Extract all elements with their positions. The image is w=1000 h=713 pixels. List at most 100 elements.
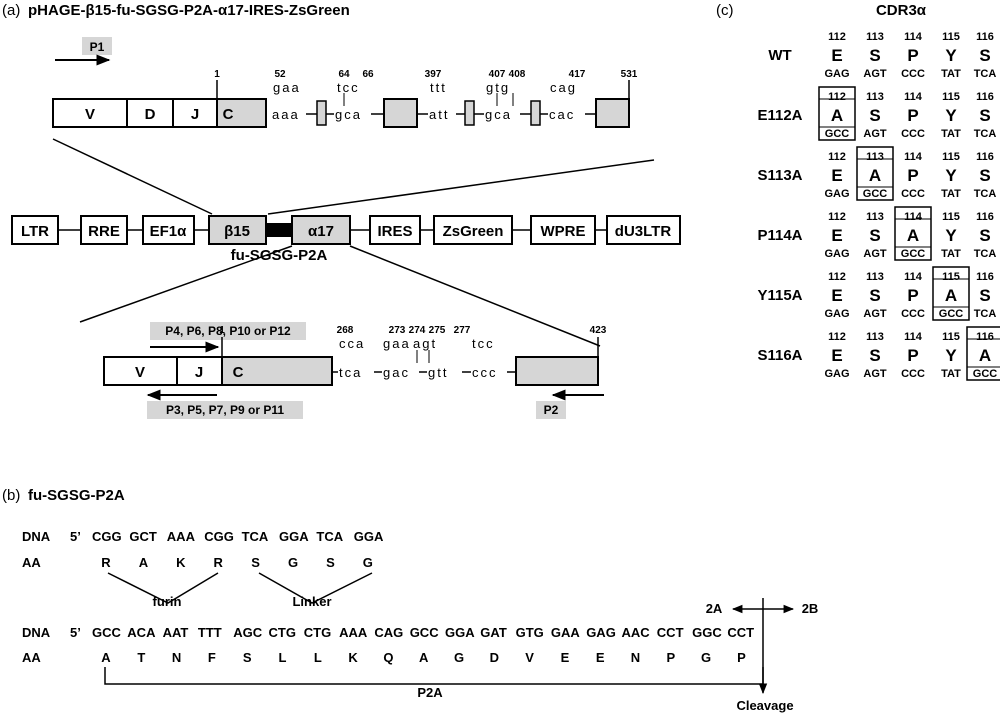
residue-number: 112: [828, 331, 846, 343]
residue-number: 112: [828, 91, 846, 103]
furin-bracket: [107, 572, 219, 604]
row2-codon: CTG: [269, 625, 296, 640]
row2-codon: AAA: [339, 625, 368, 640]
row2-codon: AAC: [622, 625, 651, 640]
residue-codon: AGT: [863, 248, 887, 260]
residue-codon: AGT: [863, 368, 887, 380]
residue-number: 113: [866, 331, 884, 343]
residue-codon: AGT: [863, 68, 887, 80]
residue-number: 112: [828, 151, 846, 163]
row1-codon: GGA: [354, 529, 384, 544]
panel-b-title: fu-SGSG-P2A: [28, 487, 125, 504]
residue-letter: A: [945, 286, 957, 305]
residue-letter: S: [979, 226, 990, 245]
panel-c-title: CDR3α: [876, 2, 927, 19]
alpha-codon-bottom-4: ccc: [472, 365, 498, 380]
zoom-line: [79, 245, 293, 323]
residue-letter: S: [979, 46, 990, 65]
beta-segment-d-label: D: [145, 106, 156, 123]
beta-pos-531: 531: [621, 69, 638, 80]
vector-map: LTR RRE EF1α β15 α17 IRES ZsGreen WPRE d…: [11, 215, 681, 264]
primer-rev-label: P3, P5, P7, P9 or P11: [166, 403, 284, 417]
row2-amino-acid: P: [737, 650, 746, 665]
vector-linker-bar: [266, 223, 292, 237]
row1-amino-acid: G: [363, 555, 373, 570]
p2a-bracket: [104, 667, 764, 685]
residue-number: 115: [942, 331, 960, 343]
vector-label-ires: IRES: [377, 223, 412, 240]
row1-amino-acid: S: [326, 555, 335, 570]
vector-label-alpha17: α17: [308, 223, 334, 240]
mutant-name: E112A: [757, 107, 802, 124]
residue-codon: TAT: [941, 248, 961, 260]
row2-codon: CTG: [304, 625, 331, 640]
row2-amino-acid: K: [348, 650, 358, 665]
vector-label-ef1a: EF1α: [150, 223, 188, 240]
primer-rev-tag: [147, 401, 303, 419]
residue-letter: P: [907, 166, 918, 185]
residue-codon: GAG: [824, 368, 849, 380]
residue-number: 114: [904, 151, 923, 163]
linker-label: Linker: [292, 594, 331, 609]
beta-exon-box: [464, 100, 475, 126]
residue-letter: S: [979, 166, 990, 185]
alpha-pos-273: 273: [389, 325, 406, 336]
row2-amino-acid: S: [243, 650, 252, 665]
vector-label-wpre: WPRE: [541, 223, 586, 240]
residue-letter: P: [907, 346, 918, 365]
residue-letter: P: [907, 46, 918, 65]
row2-codon: GAT: [480, 625, 507, 640]
label-2b: 2B: [802, 601, 819, 616]
primer-fwd-label: P4, P6, P8, P10 or P12: [165, 324, 291, 338]
beta-chain-map: P1 V D J C aaa gca att gca: [52, 37, 638, 128]
residue-letter: E: [831, 46, 842, 65]
zoom-line: [52, 138, 213, 215]
row1-codon: TCA: [316, 529, 343, 544]
mutation-box: [856, 146, 894, 201]
alpha-segment-v-label: V: [135, 364, 145, 381]
row2-codon: CAG: [374, 625, 403, 640]
row2-amino-acid: L: [314, 650, 322, 665]
residue-codon: TAT: [941, 128, 961, 140]
row2-amino-acid: G: [454, 650, 464, 665]
vector-label-zsgreen: ZsGreen: [443, 223, 504, 240]
row2-codon: GAG: [586, 625, 616, 640]
beta-pos-64: 64: [338, 69, 350, 80]
row2-amino-acid: E: [561, 650, 570, 665]
alpha-codon-top-1: cca: [339, 336, 365, 351]
beta-segment-v-label: V: [85, 106, 95, 123]
beta-codon-top-4: gtg: [486, 80, 510, 95]
mutation-box: [966, 326, 1000, 381]
alpha-codon-top-4: tcc: [472, 336, 495, 351]
beta-codon-top-3: ttt: [430, 80, 447, 95]
residue-letter: Y: [945, 106, 957, 125]
residue-codon: TAT: [941, 68, 961, 80]
beta-exon-box: [383, 98, 418, 128]
row2-codon: ACA: [127, 625, 156, 640]
beta-pos-407: 407: [489, 69, 506, 80]
residue-number: 114: [904, 331, 923, 343]
mutation-box: [818, 86, 856, 141]
residue-codon: AGT: [863, 308, 887, 320]
residue-number: 113: [866, 211, 884, 223]
vector-box-zsgreen: [433, 215, 513, 245]
row1-codon: TCA: [242, 529, 269, 544]
vector-box-rre: [80, 215, 128, 245]
residue-codon: GCC: [863, 188, 888, 200]
alpha-codon-top-3: agt: [413, 336, 437, 351]
row2-aa-label: AA: [22, 650, 41, 665]
residue-codon: CCC: [901, 128, 925, 140]
residue-number: 113: [866, 151, 884, 163]
residue-letter: S: [869, 106, 880, 125]
vector-box-ires: [369, 215, 421, 245]
alpha-exon-box: [515, 356, 599, 386]
alpha-codon-bottom-1: tca: [339, 365, 362, 380]
beta-codon-top-1: gaa: [273, 80, 301, 95]
alpha-segment-c: [221, 356, 333, 386]
primer-p1-tag: [82, 37, 112, 55]
row2-codon: GCC: [92, 625, 122, 640]
